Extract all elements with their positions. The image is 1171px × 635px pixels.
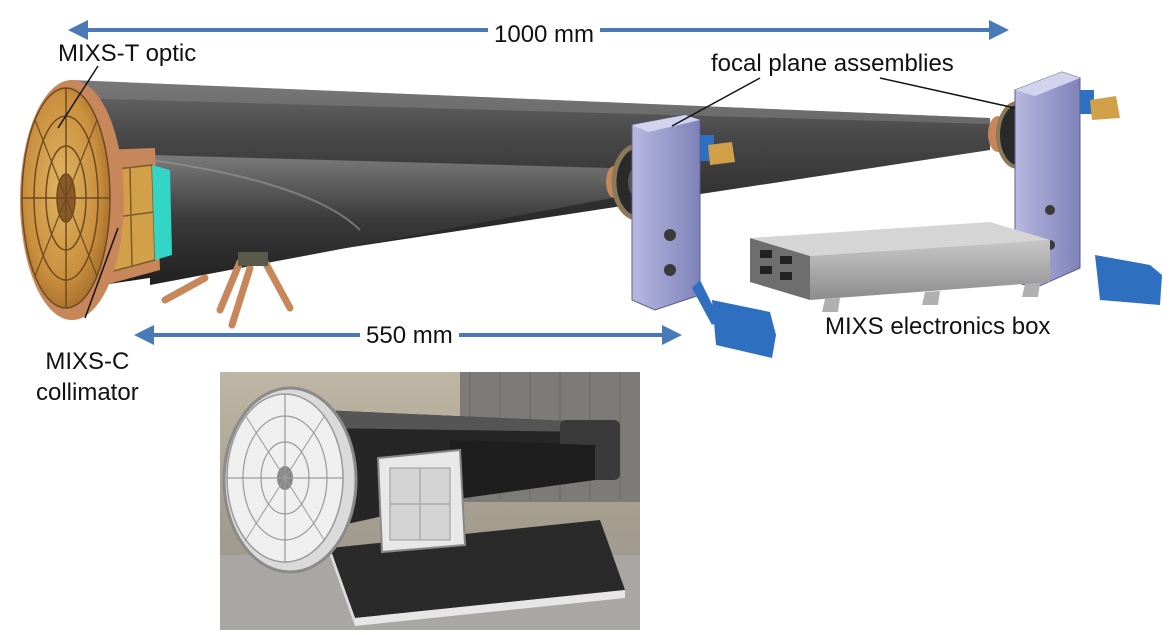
instrument-photo: [220, 372, 640, 630]
focal-plane-assembly-far: [996, 71, 1162, 305]
leader-mixs-t: [57, 65, 99, 129]
label-mixs-t-optic: MIXS-T optic: [58, 40, 197, 67]
mixs-c-tube: [149, 155, 622, 285]
label-dimension-550: 550 mm: [360, 322, 459, 350]
label-electronics-box: MIXS electronics box: [825, 313, 1051, 340]
label-dimension-1000: 1000 mm: [488, 21, 601, 49]
label-focal-plane-assemblies: focal plane assemblies: [711, 50, 954, 77]
mount-legs: [161, 252, 294, 329]
leader-lines: [57, 65, 1016, 319]
electronics-box: [750, 222, 1050, 312]
label-mixs-c-line2: collimator: [36, 379, 139, 407]
connector-far-bottom: [1095, 255, 1162, 305]
mixs-t-optic: [20, 80, 124, 320]
leader-focal-far: [879, 77, 1016, 109]
leader-mixs-c: [84, 227, 119, 319]
leader-focal-near: [671, 77, 761, 127]
connector-far-top: [1080, 90, 1094, 114]
label-mixs-c-collimator: MIXS-C collimator: [36, 346, 139, 408]
connector-near-bottom: [712, 300, 776, 358]
focal-plane-assembly-near: [611, 114, 776, 358]
collimator-face: [152, 165, 172, 260]
label-mixs-c-line1: MIXS-C: [45, 348, 130, 375]
